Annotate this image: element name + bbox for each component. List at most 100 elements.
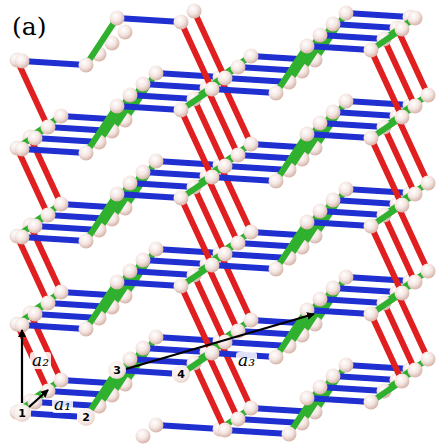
lattice-site [364,307,379,322]
lattice-bond [117,194,181,198]
site-number: 3 [113,365,121,376]
vector-label: a₃ [236,352,257,369]
vector-label: a₂ [30,352,51,369]
lattice-site [421,176,436,191]
lattice-site [110,275,125,290]
lattice-bond [86,106,117,153]
lattice-bond [333,24,397,28]
lattice-site [205,82,220,97]
lattice-site [110,11,125,26]
lattice-bond [333,288,397,292]
lattice-site [149,330,164,345]
lattice-site [110,99,125,114]
lattice-site [364,395,379,410]
lattice-site [54,197,69,212]
lattice-site [28,131,43,146]
lattice-bond [371,226,402,293]
lattice-bond [397,116,428,183]
lattice-site [269,350,284,365]
lattice-bond [117,18,181,22]
lattice-site [136,341,151,356]
lattice-bond [307,398,371,402]
lattice-site [300,127,315,142]
lattice-site [326,105,341,120]
lattice-site [339,6,354,21]
lattice-site [41,296,56,311]
lattice-site [421,264,436,279]
bond-connector [91,378,112,410]
lattice-site-node: 3 [108,361,126,379]
lattice-bond [22,325,86,329]
lattice-site [79,234,94,249]
lattice-bond [194,11,225,78]
lattice-bond [207,352,238,419]
lattice-site [54,109,69,124]
site-number: 2 [82,412,90,423]
lattice-bond [17,236,48,303]
lattice-site [118,25,133,40]
lattice-bond [194,187,225,254]
lattice-site [339,182,354,197]
lattice-site [123,264,138,279]
lattice-bond [143,84,207,88]
lattice-bond [130,183,194,187]
lattice-site [41,208,56,223]
lattice-bond [307,134,371,138]
lattice-site [395,22,410,37]
lattice-bond [156,249,220,253]
lattice-bond [181,198,212,265]
lattice-site [54,285,69,300]
lattice-site [339,358,354,373]
lattice-bond [207,176,238,243]
lattice-bond [307,222,371,226]
lattice-bond [130,271,194,275]
lattice-site [421,88,436,103]
lattice-site [395,198,410,213]
lattice-bond [225,254,289,258]
lattice-bond [117,282,181,286]
lattice-bond [384,127,415,194]
lattice-site [408,11,423,26]
lattice-site [79,58,94,73]
lattice-site [326,17,341,32]
lattice-bond [207,88,238,155]
lattice-site [421,352,436,367]
lattice-bond [194,275,225,342]
lattice-bond [320,123,384,127]
lattice-site [136,253,151,268]
lattice-site [149,66,164,81]
lattice-bond [320,35,384,39]
lattice-site [269,174,284,189]
lattice-site-node: 4 [172,365,190,383]
lattice-bond [384,215,415,282]
lattice-bond [130,95,194,99]
lattice-bond [371,50,402,117]
lattice-site [174,279,189,294]
lattice-site [218,423,233,438]
bond-connector [126,371,172,374]
lattice-bond [212,177,276,181]
lattice-site [174,103,189,118]
lattice-site [123,88,138,103]
lattice-site [244,225,259,240]
panel-label: (a) [12,14,46,39]
lattice-bond [333,200,397,204]
lattice-site-node: 2 [77,408,95,426]
lattice-bond [17,148,48,215]
lattice-bond [384,39,415,106]
lattice-site [149,242,164,257]
lattice-site [339,94,354,109]
lattice-bond [289,211,320,258]
lattice-site [408,275,423,290]
lattice-bond [86,194,117,241]
lattice-site [174,191,189,206]
lattice-site [313,116,328,131]
lattice-site [313,28,328,43]
lattice-bond [181,110,212,177]
lattice-bond [225,166,289,170]
bond-connector [31,414,77,417]
